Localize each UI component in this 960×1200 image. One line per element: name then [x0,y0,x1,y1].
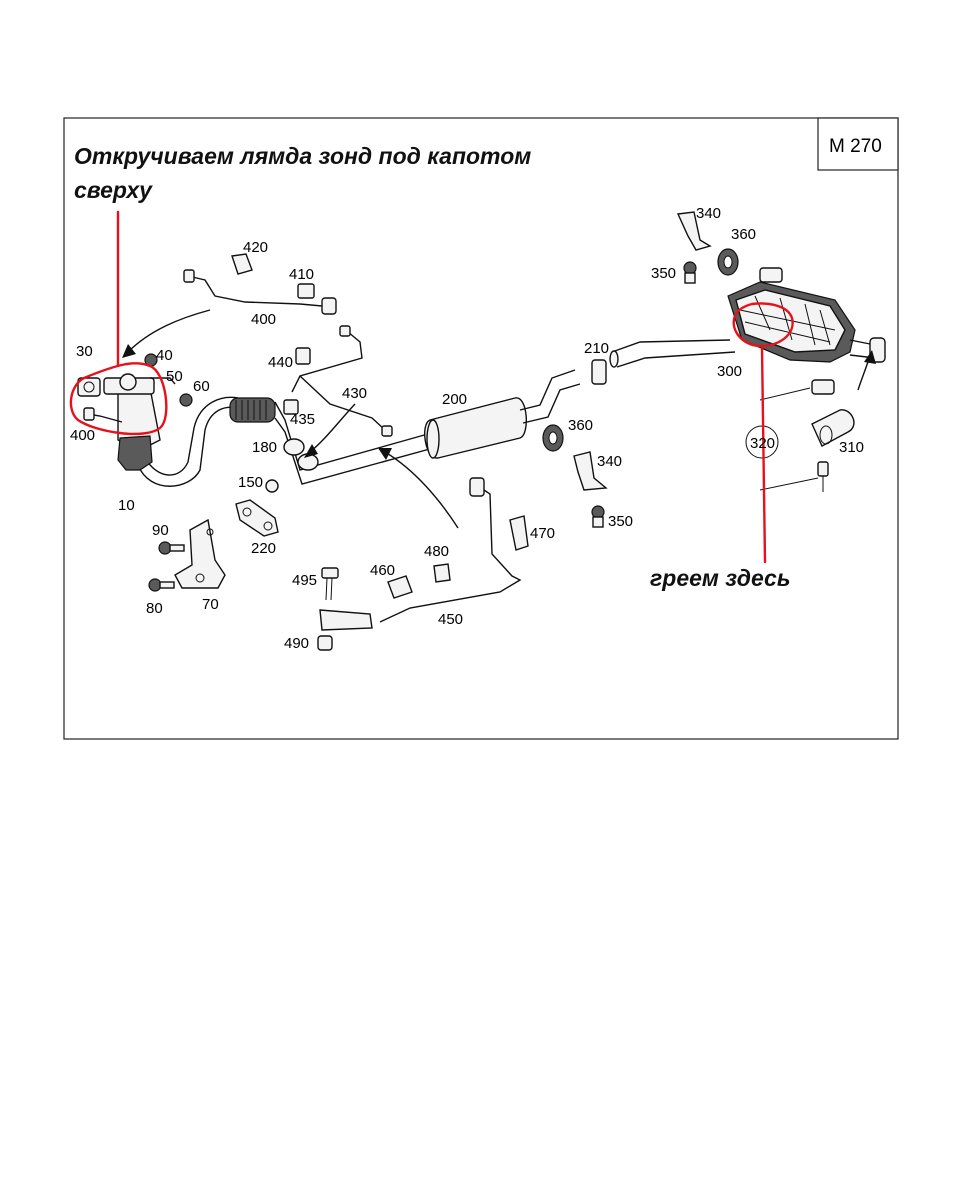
label-450: 450 [438,611,463,628]
label-50: 50 [166,368,183,385]
clamp-210 [591,359,607,385]
top-note-line2: сверху [74,177,153,203]
label-470: 470 [530,525,555,542]
label-40: 40 [156,347,173,364]
lambda-probe-upper [183,253,337,315]
label-90: 90 [152,522,169,539]
label-350-lower: 350 [608,513,633,530]
label-340-upper: 340 [696,205,721,222]
label-350-upper: 350 [651,265,676,282]
lambda-probe-450 [317,477,529,651]
label-435: 435 [290,411,315,428]
catalytic-converter [77,353,193,471]
exhaust-pipe-main [137,339,736,487]
direction-arrows [122,309,876,529]
label-320: 320 [750,435,775,452]
label-340-lower: 340 [597,453,622,470]
model-code: M 270 [829,136,882,157]
top-note-line1: Откручиваем лямда зонд под капотом [74,143,531,169]
bottom-note: греем здесь [650,565,790,591]
label-220: 220 [251,540,276,557]
leader-320 [759,387,819,491]
label-440: 440 [268,354,293,371]
flex-pipe [229,397,276,423]
label-180: 180 [252,439,277,456]
label-70: 70 [202,596,219,613]
label-150: 150 [238,474,263,491]
label-490: 490 [284,635,309,652]
label-420: 420 [243,239,268,256]
label-10: 10 [118,497,135,514]
red-annotations [69,210,794,564]
label-360-lower: 360 [568,417,593,434]
rubber-mounts [542,211,855,528]
highlight-probe-circle [69,362,168,436]
bracket-70 [148,518,226,592]
label-410: 410 [289,266,314,283]
label-310: 310 [839,439,864,456]
highlight-muffler-circle [732,302,794,348]
label-480: 480 [424,543,449,560]
label-460: 460 [370,562,395,579]
label-300: 300 [717,363,742,380]
label-400-upper: 400 [251,311,276,328]
label-360-upper: 360 [731,226,756,243]
label-60: 60 [193,378,210,395]
label-30: 30 [76,343,93,360]
label-210: 210 [584,340,609,357]
label-400-lower: 400 [70,427,95,444]
label-200: 200 [442,391,467,408]
part-labels: 420 410 400 30 40 50 60 400 10 440 430 4… [70,205,864,652]
gasket-30 [77,377,101,397]
model-code-box [817,117,899,171]
label-495: 495 [292,572,317,589]
middle-muffler [424,397,527,459]
label-430: 430 [342,385,367,402]
label-80: 80 [146,600,163,617]
lambda-probe-430 [291,325,393,437]
pointer-line-bottom [760,346,767,564]
